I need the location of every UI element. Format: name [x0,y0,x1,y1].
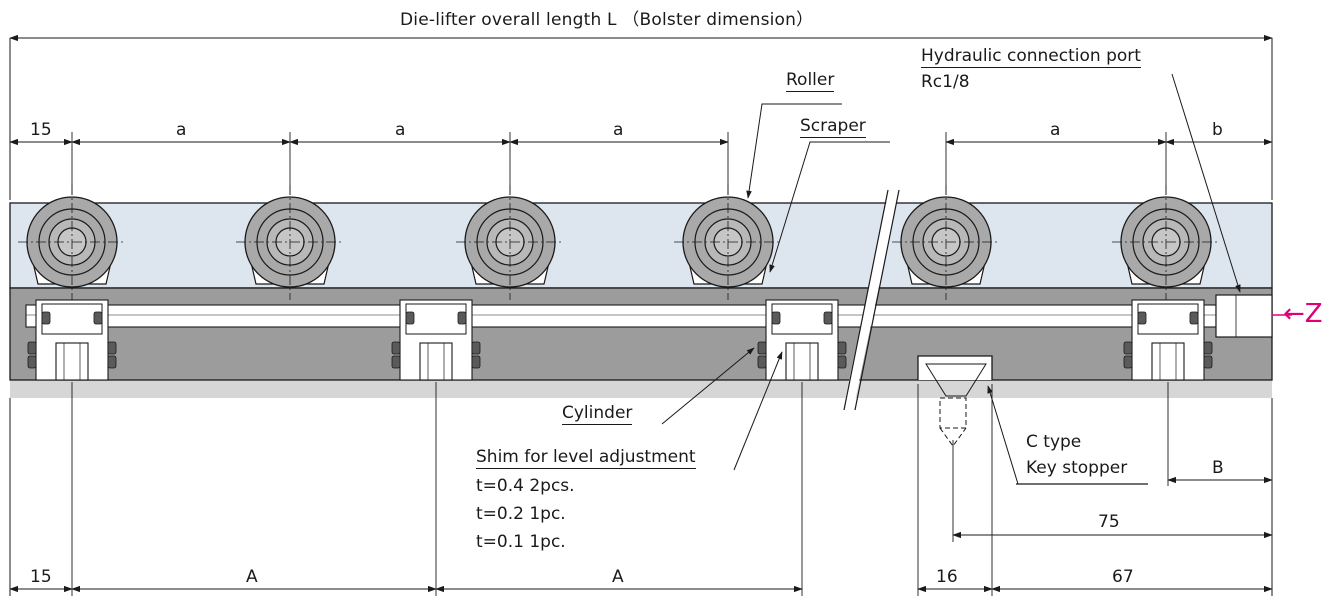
cylinder-label: Cylinder [562,403,633,425]
roller-6 [1112,185,1220,300]
shim-spec-2: t=0.2 1pc. [476,504,566,524]
dim-top-a-1: a [176,120,187,140]
dim-bottom-A-1: A [246,567,258,587]
roller-5 [892,185,1000,300]
z-view-label: ←Z [1283,299,1323,329]
dim-bottom-16: 16 [936,567,958,587]
roller-3 [456,185,564,300]
oil-passage [25,304,1217,328]
base-band [10,380,1272,398]
dim-bottom-B: B [1212,458,1224,478]
key-stopper-bolt [939,397,967,429]
shim-spec-3: t=0.1 1pc. [476,532,566,552]
roller-4 [674,185,782,300]
cylinder-leader [661,347,755,425]
dim-top-b: b [1212,120,1223,140]
dim-top-a-2: a [395,120,406,140]
cylinder-2 [391,299,481,381]
dim-top-a-4: a [1050,120,1061,140]
roller-housing [9,202,1273,289]
dim-bottom-67: 67 [1112,567,1134,587]
cylinder-1 [27,299,117,381]
shim-label: Shim for level adjustment [476,447,696,469]
roller-1 [18,185,126,300]
dim-top-a-3: a [613,120,624,140]
cylinder-3 [757,299,847,381]
scraper-label: Scraper [800,116,866,138]
scraper-leader [769,141,890,273]
lifter-body [9,287,1273,381]
cylinder-4 [1123,299,1213,381]
key-stopper [917,355,993,380]
hydraulic-port-fitting [1215,294,1273,338]
shim-leader [733,351,783,471]
roller-label: Roller [786,70,835,92]
c-type-label: C type [1026,432,1082,452]
hydraulic-port-spec: Rc1/8 [921,72,970,92]
roller-2 [236,185,344,300]
key-stopper-label: Key stopper [1026,458,1128,478]
port-leader [1171,73,1241,293]
dim-bottom-15: 15 [30,567,52,587]
shim-spec-1: t=0.4 2pcs. [476,476,575,496]
dim-bottom-A-2: A [612,567,624,587]
roller-leader [746,103,842,199]
dim-bottom-75: 75 [1098,512,1120,532]
diagram-title: Die-lifter overall length L （Bolster dim… [400,10,814,30]
dim-top-15: 15 [30,120,52,140]
hydraulic-port-label: Hydraulic connection port [921,46,1141,68]
